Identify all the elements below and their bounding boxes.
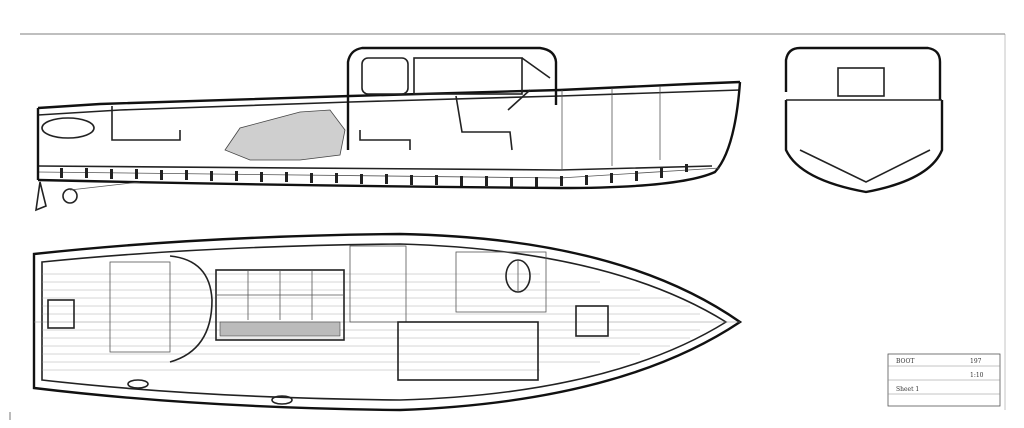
- title-block-line-4: Sheet 1: [896, 386, 919, 393]
- title-block-line-1: BOOT: [896, 358, 914, 365]
- steering-column: [507, 89, 531, 111]
- fender-icon: [127, 379, 149, 389]
- section-cabin-top: [784, 46, 942, 100]
- cutaway-section: [224, 109, 346, 161]
- hull-bottom-line: [37, 81, 742, 190]
- chine-line: [37, 167, 721, 179]
- fender-icon: [271, 395, 293, 405]
- aft-cockpit-coaming: [111, 106, 181, 141]
- aft-cockpit-curve: [169, 255, 213, 363]
- cabin-seat-front: [455, 95, 513, 151]
- title-block-line-3: 1:10: [970, 372, 984, 379]
- sheer-line: [37, 80, 741, 110]
- title-block: BOOT 197 1:10 Sheet 1: [887, 353, 1001, 407]
- cabin-window-side: [413, 57, 523, 95]
- fuel-tank: [41, 117, 95, 139]
- forward-cockpit-floor: [397, 321, 539, 381]
- aft-seat-area: [109, 261, 171, 353]
- section-window: [837, 67, 885, 97]
- deck-planking: [42, 273, 700, 371]
- plan-view: [32, 232, 743, 412]
- propeller-shaft: [69, 181, 141, 191]
- section-keel-line: [799, 149, 931, 183]
- aft-hatch: [47, 299, 75, 329]
- forward-compartment: [455, 251, 547, 313]
- waterline: [37, 165, 713, 171]
- cabin-outline: [346, 46, 558, 150]
- cabin-seat-rear: [359, 130, 411, 150]
- cabin-window-front: [361, 57, 409, 95]
- side-profile-view: [35, 46, 742, 212]
- rudder-icon: [35, 181, 47, 212]
- title-block-line-2: 197: [970, 358, 982, 365]
- cabin-seat-hatched: [219, 321, 341, 337]
- forward-hatch: [575, 305, 609, 337]
- gunwale-line: [37, 89, 741, 116]
- helm-area: [349, 245, 407, 323]
- propeller-icon: [62, 188, 78, 204]
- section-hull: [784, 100, 944, 194]
- frame-stations: [60, 164, 688, 187]
- windshield-line: [521, 57, 551, 79]
- section-view: [784, 46, 944, 194]
